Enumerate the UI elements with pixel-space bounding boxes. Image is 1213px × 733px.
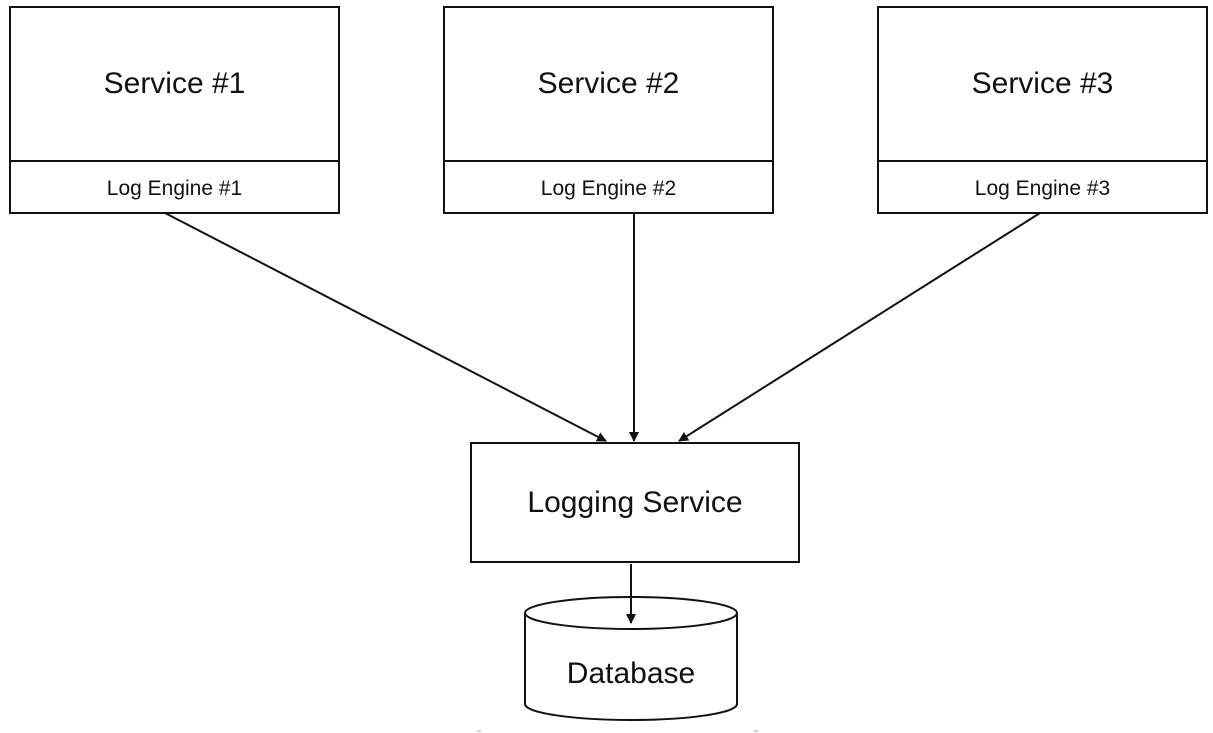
log-engine-1-label: Log Engine #1	[11, 160, 338, 214]
arrow-engine1-to-logging	[164, 212, 607, 442]
logging-service-label: Logging Service	[527, 485, 743, 519]
database-cylinder-icon	[524, 565, 738, 721]
database-label: Database	[566, 657, 696, 690]
service-2-title: Service #2	[537, 67, 680, 100]
service-1-box: Service #1 Log Engine #1	[9, 6, 340, 214]
faint-mark-left	[477, 730, 481, 732]
service-2-box: Service #2 Log Engine #2	[443, 6, 774, 214]
arrow-engine3-to-logging	[678, 212, 1041, 442]
faint-mark-right	[754, 730, 758, 732]
log-engine-2-label: Log Engine #2	[445, 160, 772, 214]
service-3-box: Service #3 Log Engine #3	[877, 6, 1208, 214]
logging-service-box: Logging Service	[470, 442, 800, 563]
log-engine-3-label: Log Engine #3	[879, 160, 1206, 214]
service-1-title: Service #1	[103, 67, 246, 100]
service-3-title: Service #3	[971, 67, 1114, 100]
